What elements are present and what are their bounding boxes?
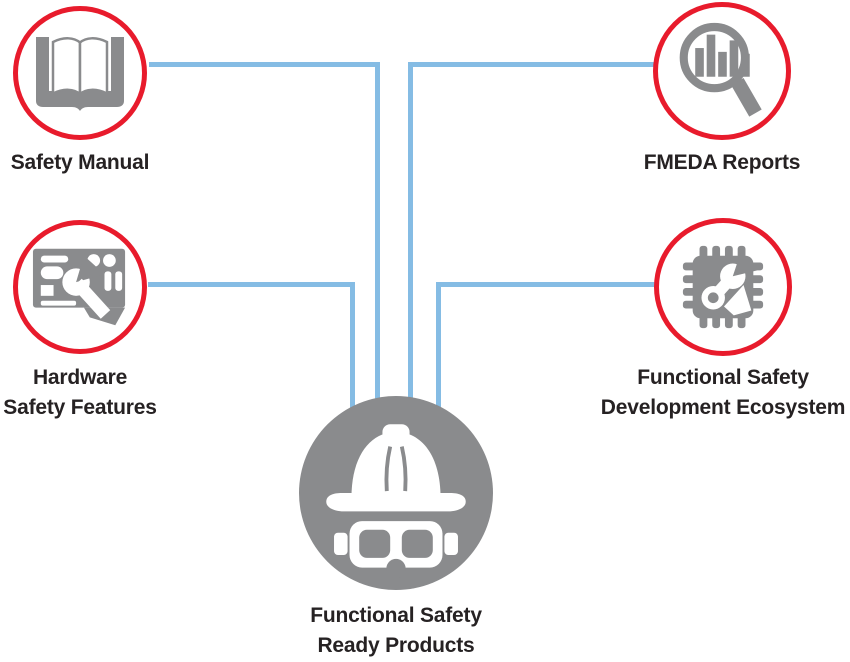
bar-chart-magnifier-icon: [679, 22, 762, 117]
dev-ecosystem-label-line2: Development Ecosystem: [600, 396, 846, 419]
dev-ecosystem-label: Functional Safety Development Ecosystem: [592, 363, 850, 423]
connector-ecosystem-vertical: [436, 282, 441, 437]
fmeda-reports-label: FMEDA Reports: [597, 148, 847, 178]
hardware-safety-circle: [13, 220, 147, 354]
ready-products-label-line2: Ready Products: [317, 634, 475, 657]
safety-manual-label-line1: Safety Manual: [10, 151, 150, 174]
fmeda-reports-circle: [653, 2, 791, 140]
dev-ecosystem-circle: [654, 218, 792, 356]
hard-hat-goggles-icon: [326, 424, 466, 579]
hardware-safety-label: Hardware Safety Features: [0, 363, 205, 423]
open-book-icon: [36, 37, 124, 111]
hardware-safety-label-line1: Hardware: [32, 366, 128, 389]
connector-fmeda-horizontal: [408, 62, 655, 67]
ready-products-circle: [299, 396, 493, 590]
ready-products-label-line1: Functional Safety: [310, 604, 482, 627]
connector-safety-manual-vertical: [375, 62, 380, 442]
dev-ecosystem-label-line1: Functional Safety: [637, 366, 809, 389]
connector-hardware-horizontal: [148, 282, 355, 287]
connector-safety-manual-horizontal: [149, 62, 380, 67]
hardware-safety-label-line2: Safety Features: [3, 396, 157, 419]
control-panel-wrench-icon: [32, 248, 126, 326]
connector-fmeda-vertical: [408, 62, 413, 442]
chip-wrench-icon: [682, 245, 764, 329]
ready-products-label: Functional Safety Ready Products: [271, 601, 521, 661]
safety-manual-label: Safety Manual: [0, 148, 205, 178]
connector-ecosystem-horizontal: [436, 282, 655, 287]
fmeda-reports-label-line1: FMEDA Reports: [643, 151, 801, 174]
safety-manual-circle: [13, 6, 147, 140]
connector-hardware-vertical: [350, 282, 355, 437]
